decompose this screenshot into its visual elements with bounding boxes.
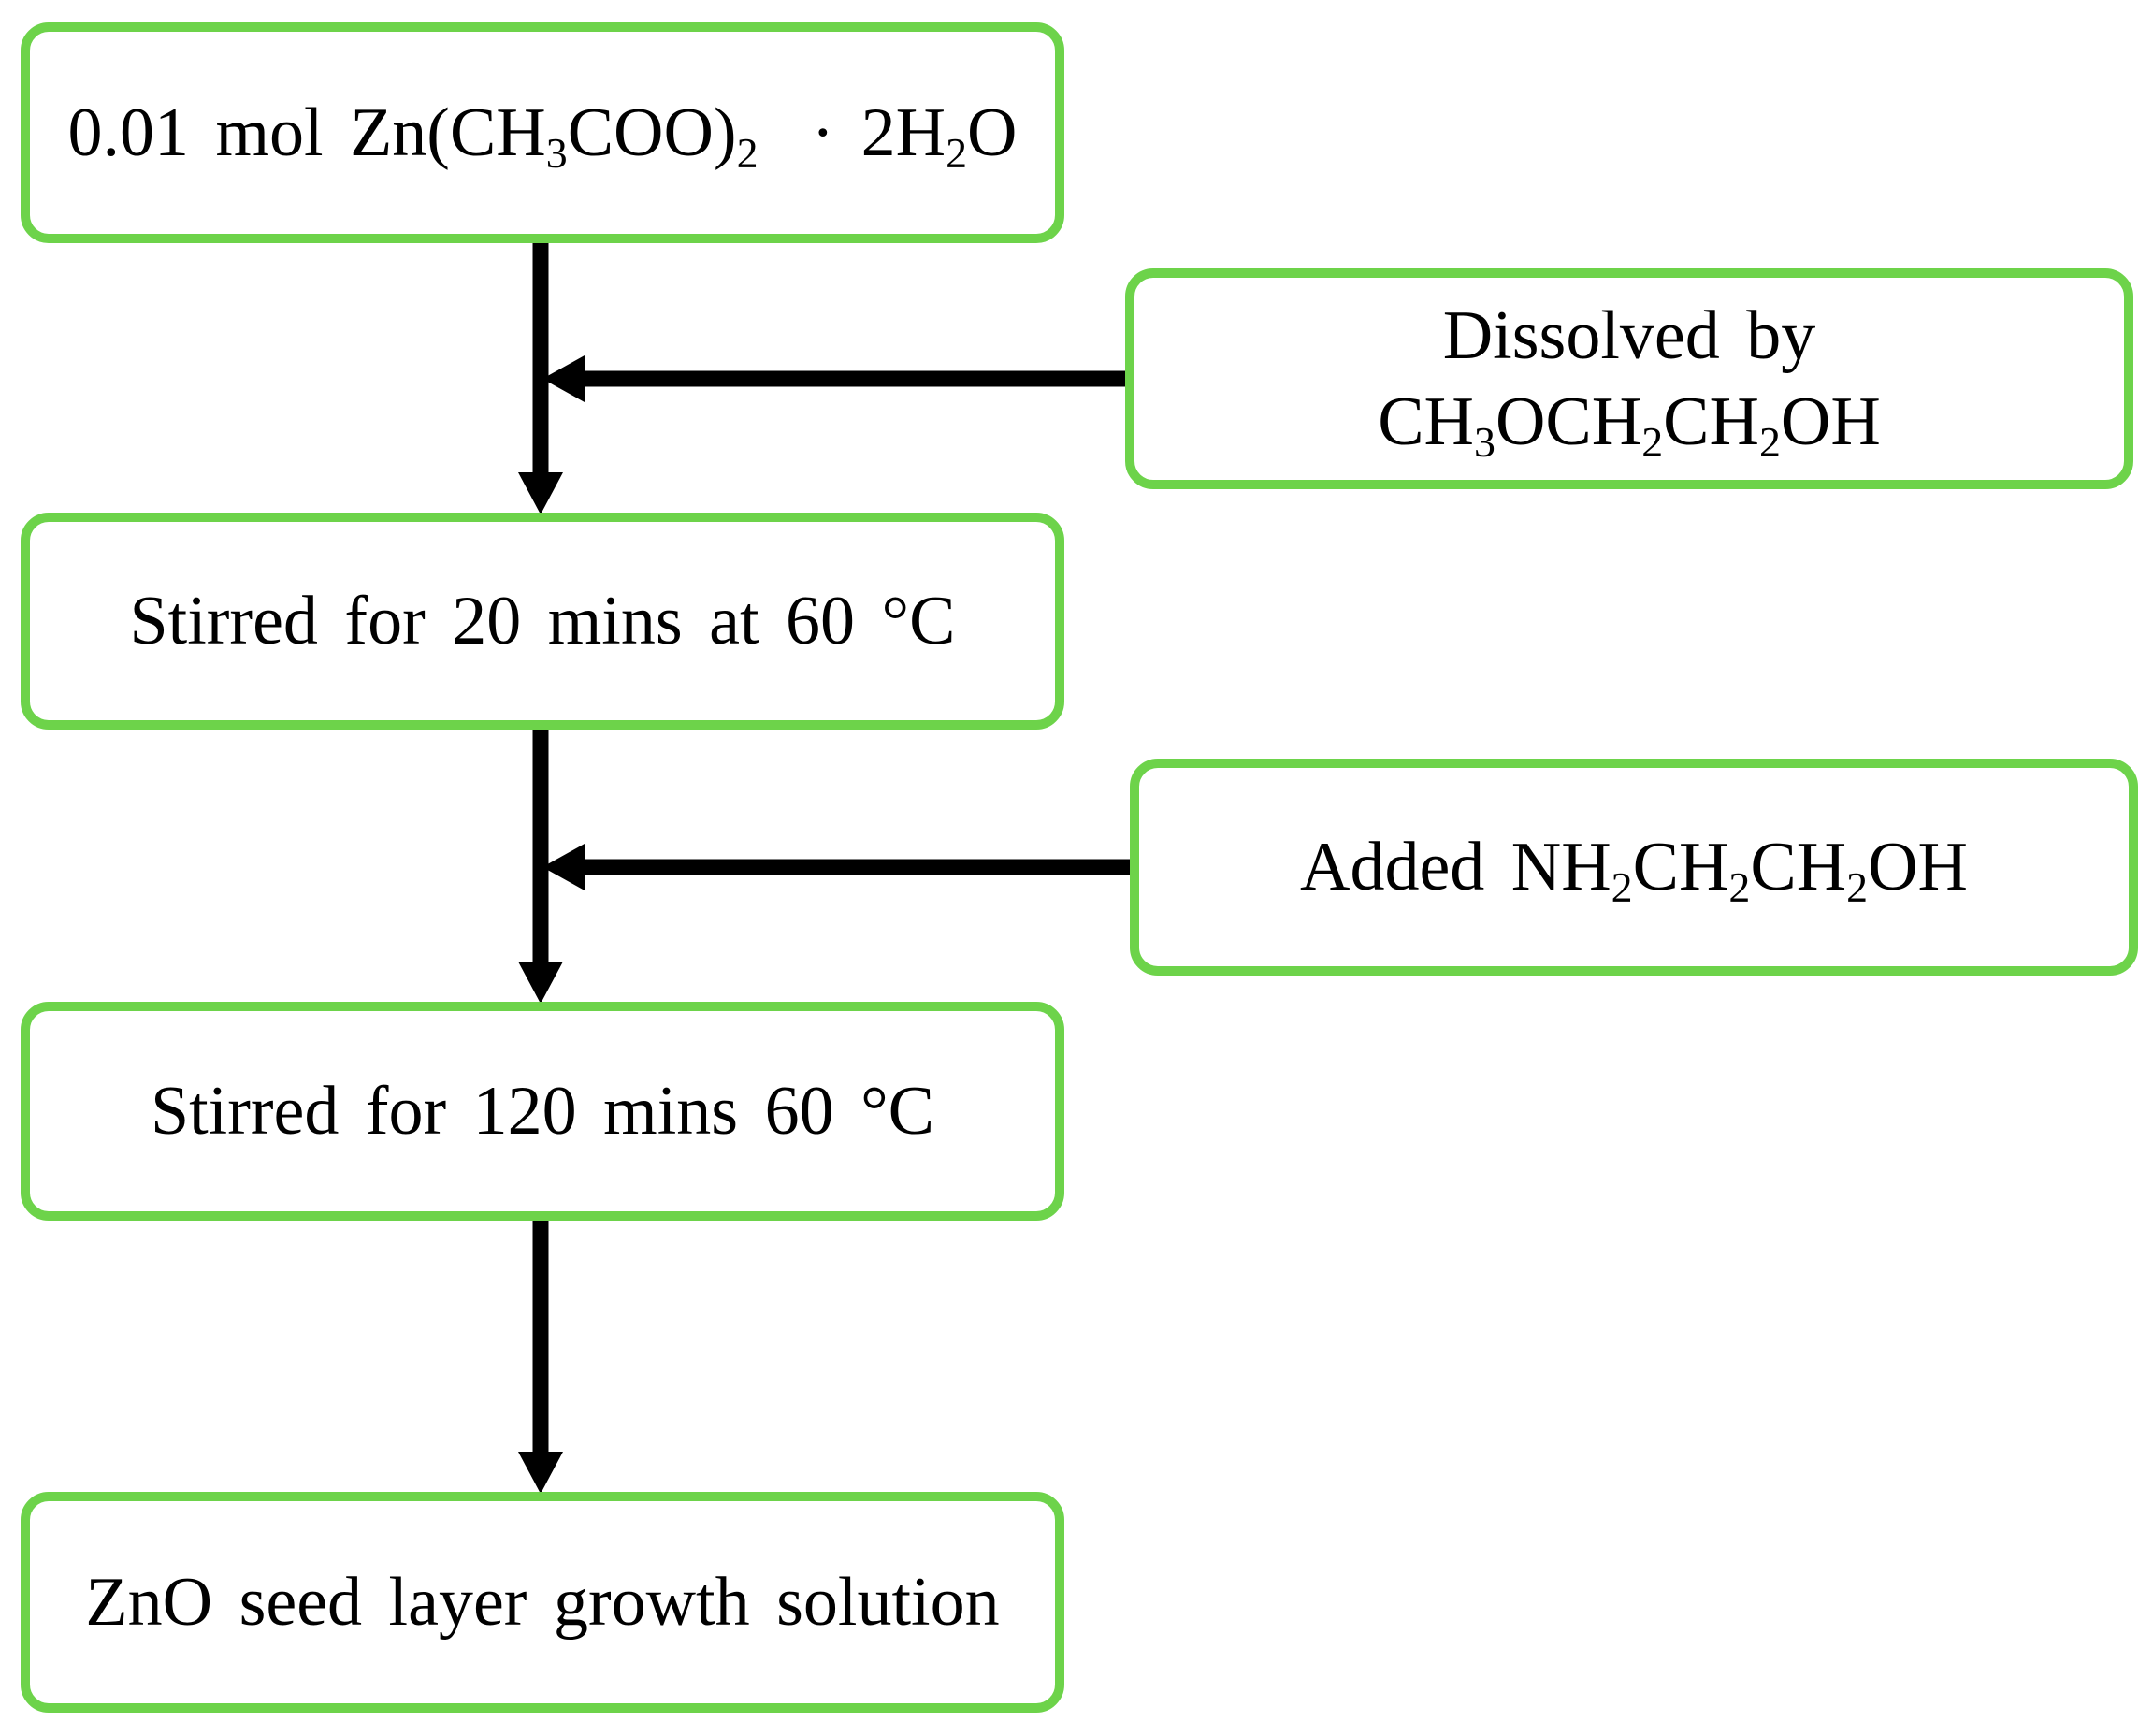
input-added-label: Added NH2CH2CH2OH bbox=[1300, 828, 1968, 911]
arrow-start-to-stir1 bbox=[518, 241, 563, 514]
step-final-label: ZnO seed layer growth solution bbox=[85, 1563, 1000, 1641]
step-start-box: 0.01 mol Zn(CH3COO)2 · 2H2O bbox=[21, 22, 1064, 243]
arrow-added-to-flow bbox=[542, 844, 1132, 890]
input-dissolve-label: Dissolved by CH3OCH2CH2OH bbox=[1378, 297, 1881, 466]
step-final-box: ZnO seed layer growth solution bbox=[21, 1492, 1064, 1713]
step-stir1-box: Stirred for 20 mins at 60 °C bbox=[21, 513, 1064, 730]
arrow-stir1-to-stir2 bbox=[518, 728, 563, 1004]
step-stir1-label: Stirred for 20 mins at 60 °C bbox=[129, 582, 956, 659]
step-stir2-label: Stirred for 120 mins 60 °C bbox=[150, 1072, 935, 1150]
arrow-stir2-to-final bbox=[518, 1219, 563, 1494]
step-stir2-box: Stirred for 120 mins 60 °C bbox=[21, 1002, 1064, 1221]
arrow-dissolve-to-flow bbox=[542, 355, 1127, 402]
step-start-label: 0.01 mol Zn(CH3COO)2 · 2H2O bbox=[67, 94, 1018, 177]
input-added-box: Added NH2CH2CH2OH bbox=[1130, 759, 2138, 976]
input-dissolve-box: Dissolved by CH3OCH2CH2OH bbox=[1125, 268, 2133, 489]
